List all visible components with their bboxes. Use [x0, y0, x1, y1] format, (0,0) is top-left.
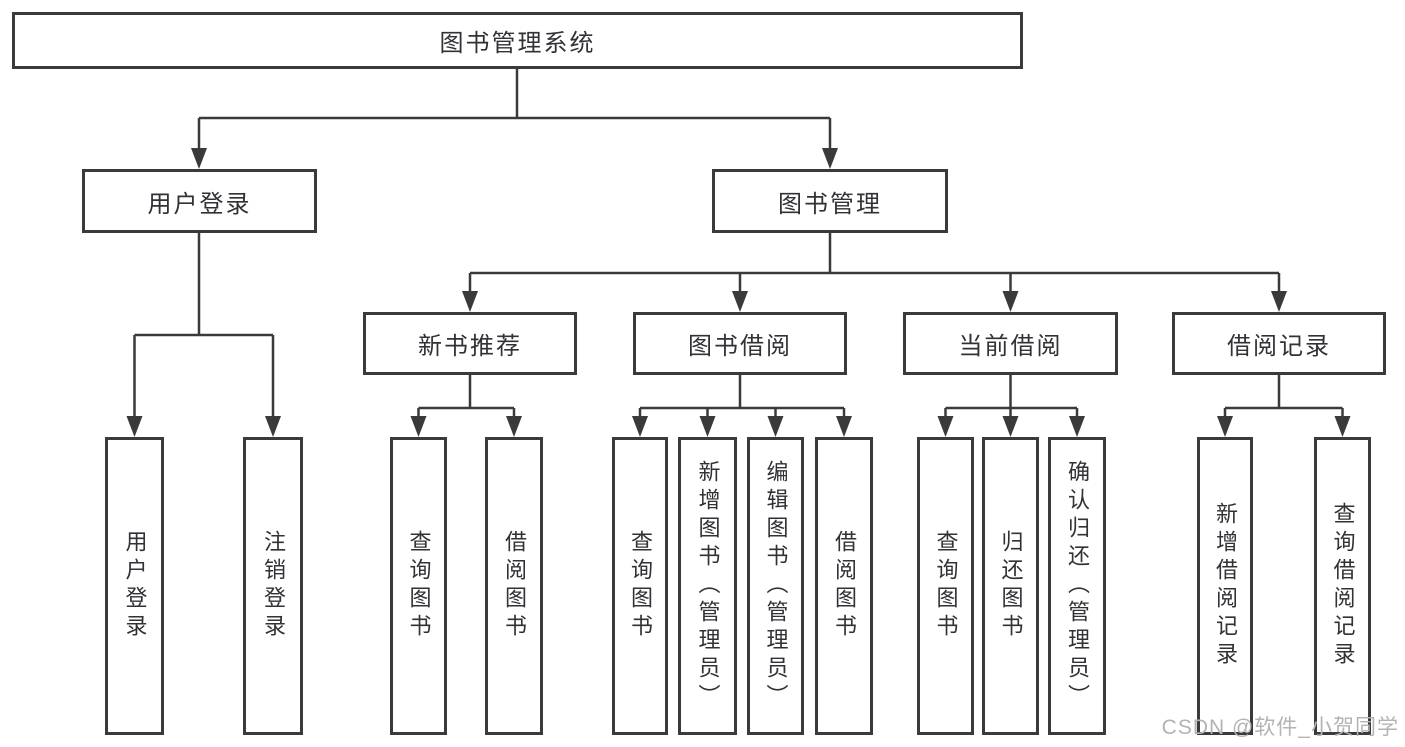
node-label: 查询借阅记录 — [1330, 502, 1356, 670]
arrowhead — [265, 416, 281, 437]
node-label: 新增图书（管理员） — [695, 460, 721, 712]
leaf-user-login: 用户登录 — [105, 437, 164, 735]
node-label: 当前借阅 — [958, 333, 1063, 360]
arrowhead — [1217, 416, 1233, 437]
node-label: 新增借阅记录 — [1213, 502, 1238, 670]
leaf-borrow-books: 借阅图书 — [815, 437, 873, 735]
node-label: 查询图书 — [406, 530, 432, 642]
arrowhead — [191, 148, 207, 169]
leaf-query-books-recommend: 查询图书 — [390, 437, 447, 735]
arrowhead — [822, 148, 838, 169]
node-label: 借阅记录 — [1227, 333, 1331, 360]
node-label: 注销登录 — [261, 530, 286, 642]
arrowhead — [937, 416, 954, 437]
arrowhead — [462, 291, 478, 312]
node-label: 借阅图书 — [502, 530, 527, 642]
node-label: 用户登录 — [122, 530, 148, 642]
node-new-book-recommend: 新书推荐 — [363, 312, 577, 375]
node-borrowing-records: 借阅记录 — [1172, 312, 1386, 375]
node-label: 确认归还（管理员） — [1065, 460, 1090, 712]
node-book-management: 图书管理 — [712, 169, 948, 233]
arrowhead — [1069, 416, 1085, 437]
watermark: CSDN @软件_小贺同学 — [1161, 716, 1399, 739]
arrowhead — [632, 416, 648, 437]
node-label: 归还图书 — [998, 530, 1024, 642]
leaf-edit-book-admin: 编辑图书（管理员） — [747, 437, 804, 735]
arrowhead — [836, 416, 852, 437]
leaf-query-borrow-record: 查询借阅记录 — [1314, 437, 1371, 735]
arrowhead — [1271, 291, 1287, 312]
leaf-confirm-return-admin: 确认归还（管理员） — [1048, 437, 1106, 735]
node-label: 图书管理系统 — [439, 30, 596, 57]
node-label: 编辑图书（管理员） — [763, 460, 789, 712]
node-book-borrowing: 图书借阅 — [633, 312, 847, 375]
leaf-logout: 注销登录 — [243, 437, 303, 735]
node-book-management-system: 图书管理系统 — [12, 12, 1023, 69]
arrowhead — [699, 416, 716, 437]
arrowhead — [506, 416, 522, 437]
node-label: 新书推荐 — [418, 333, 522, 360]
node-label: 查询图书 — [933, 530, 959, 642]
leaf-return-books: 归还图书 — [982, 437, 1039, 735]
leaf-query-books-current: 查询图书 — [917, 437, 974, 735]
leaf-add-book-admin: 新增图书（管理员） — [678, 437, 737, 735]
arrowhead — [1002, 416, 1019, 437]
arrowhead — [1334, 416, 1351, 437]
node-label: 查询图书 — [628, 530, 653, 642]
node-current-borrowing: 当前借阅 — [903, 312, 1118, 375]
arrowhead — [126, 416, 143, 437]
arrowhead — [732, 291, 748, 312]
leaf-borrow-books-recommend: 借阅图书 — [485, 437, 543, 735]
node-label: 图书管理 — [778, 190, 882, 218]
node-user-login: 用户登录 — [82, 169, 317, 233]
arrowhead — [767, 416, 784, 437]
arrowhead — [410, 416, 427, 437]
node-label: 借阅图书 — [832, 530, 857, 642]
leaf-query-books-borrowing: 查询图书 — [612, 437, 668, 735]
arrowhead — [1002, 291, 1019, 312]
node-label: 图书借阅 — [688, 333, 792, 360]
node-label: 用户登录 — [147, 190, 252, 218]
leaf-add-borrow-record: 新增借阅记录 — [1197, 437, 1253, 735]
